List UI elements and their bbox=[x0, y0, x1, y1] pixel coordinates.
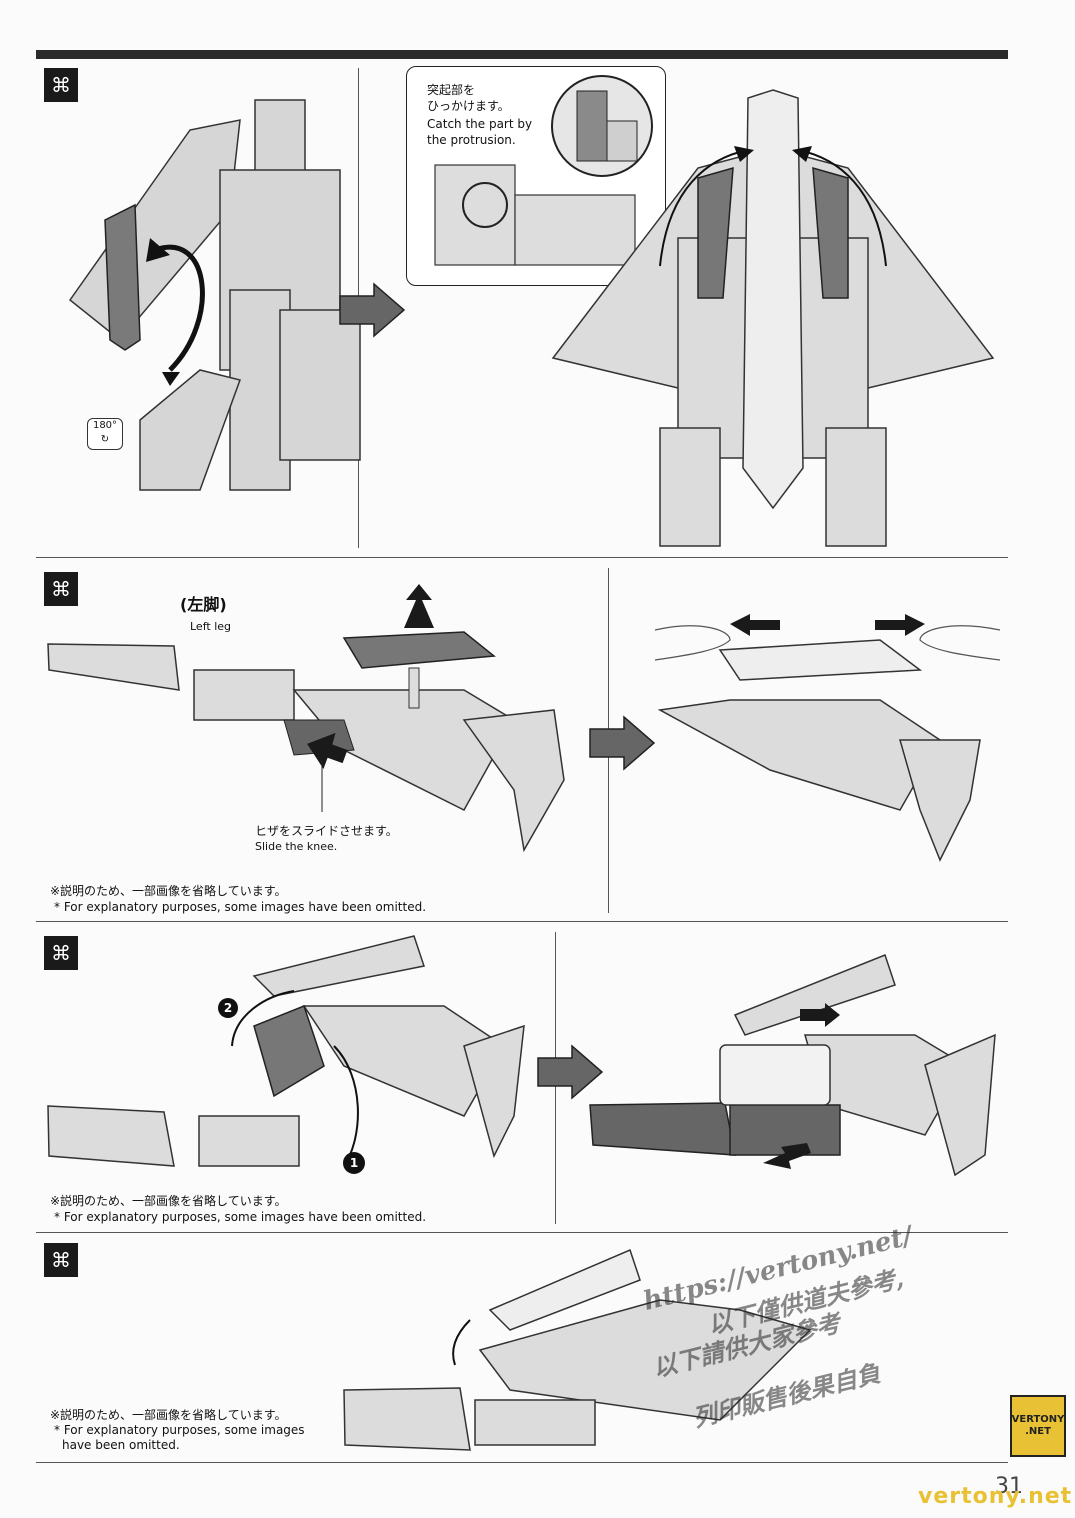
callout-text-jp-1: 突起部を bbox=[427, 83, 476, 97]
build-step-icon: ⌘ bbox=[44, 1243, 78, 1277]
build-step-icon: ⌘ bbox=[44, 572, 78, 606]
note-en: * For explanatory purposes, some images … bbox=[54, 1210, 427, 1224]
leg-complete-illustration bbox=[343, 1248, 812, 1451]
callout-box: 突起部を ひっかけます。 Catch the part by the protr… bbox=[406, 66, 666, 286]
note-jp: ※説明のため、一部画像を省略しています。 bbox=[50, 1194, 287, 1208]
knee-lock-illustration bbox=[589, 954, 996, 1177]
next-arrow-icon bbox=[339, 282, 406, 338]
page-number: 31 bbox=[995, 1474, 1023, 1499]
vertony-logo: VERTONY .NET bbox=[1010, 1395, 1066, 1457]
knee-slide-illustration bbox=[654, 614, 1001, 862]
next-arrow-icon bbox=[589, 715, 656, 771]
note-en-1: * For explanatory purposes, some images bbox=[54, 1423, 305, 1437]
note-en: * For explanatory purposes, some images … bbox=[54, 900, 427, 914]
callout-text-en-1: Catch the part by bbox=[427, 117, 533, 131]
step-number-1: 1 bbox=[343, 1152, 365, 1174]
robot-top-view-illustration bbox=[551, 89, 995, 547]
section-divider-4 bbox=[36, 1462, 1008, 1463]
note-en-2: have been omitted. bbox=[62, 1438, 180, 1452]
callout-text-jp-2: ひっかけます。 bbox=[427, 99, 510, 113]
section-divider-1 bbox=[36, 557, 1008, 558]
build-step-icon: ⌘ bbox=[44, 68, 78, 102]
step-number-2: 2 bbox=[218, 998, 238, 1018]
leg-fold-illustration bbox=[47, 935, 525, 1167]
left-leg-illustration bbox=[47, 584, 565, 853]
robot-back-illustration bbox=[68, 99, 361, 491]
section-divider-3 bbox=[36, 1232, 1008, 1233]
leg-label-jp: (左脚) bbox=[180, 595, 227, 614]
footer-watermark: vertony.net bbox=[918, 1484, 1073, 1509]
leg-label-en: Left leg bbox=[190, 620, 231, 633]
note-jp: ※説明のため、一部画像を省略しています。 bbox=[50, 1408, 287, 1422]
zoom-circle bbox=[551, 75, 653, 177]
knee-text-jp: ヒザをスライドさせます。 bbox=[255, 824, 398, 838]
note-jp: ※説明のため、一部画像を省略しています。 bbox=[50, 884, 287, 898]
rotate-180-icon: 180°↻ bbox=[87, 418, 123, 450]
detail-illustration bbox=[434, 164, 636, 266]
next-arrow-icon bbox=[537, 1044, 604, 1100]
callout-text-en-2: the protrusion. bbox=[427, 133, 516, 147]
top-rule bbox=[36, 50, 1008, 59]
build-step-icon: ⌘ bbox=[44, 936, 78, 970]
knee-text-en: Slide the knee. bbox=[255, 840, 338, 853]
section-divider-2 bbox=[36, 921, 1008, 922]
